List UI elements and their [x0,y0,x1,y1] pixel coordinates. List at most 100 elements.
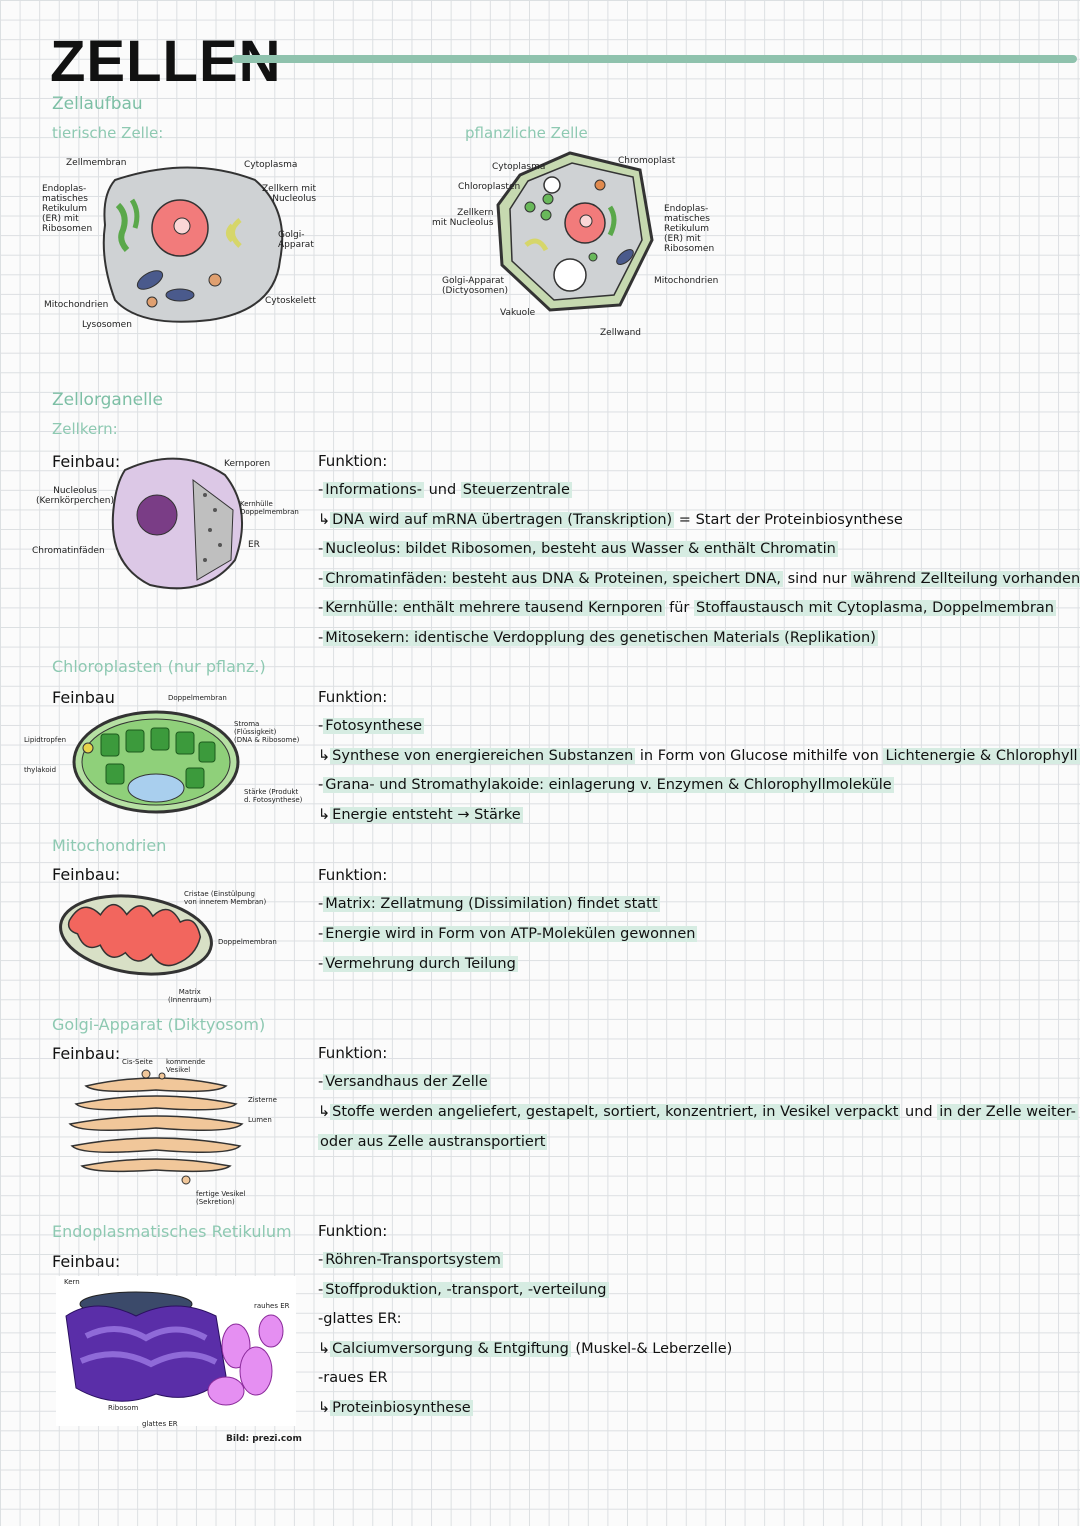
text: (Muskel-& Leberzelle) [570,1340,733,1357]
er-funktion-line: -raues ER [318,1370,388,1386]
highlighted-text: Informations- [323,482,424,498]
highlighted-text: Calciumversorgung & Entgiftung [330,1340,571,1357]
golgi-funktion-line: -Versandhaus der Zelle [318,1074,490,1090]
er-label-rauhes: rauhes ER [254,1302,290,1310]
nucleus-label-chromatin: Chromatinfäden [32,546,105,556]
animal-label-cytoplasma: Cytoplasma [244,160,298,170]
golgi-label-fertige: fertige Vesikel (Sekretion) [196,1190,246,1206]
zellkern-funktion-line: -Mitosekern: identische Verdopplung des … [318,629,878,646]
text: ↳ [318,1340,331,1357]
zellkern-heading: Zellkern: [52,420,118,438]
golgi-label-cisseite: Cis-Seite [122,1058,153,1066]
text: raues ER [323,1370,388,1386]
er-funktion-line: -Röhren-Transportsystem [318,1252,503,1268]
golgi-diagram [68,1069,244,1185]
mitochondrien-funktion-line: -Vermehrung durch Teilung [318,956,518,972]
highlighted-text: Chromatinfäden: besteht aus DNA & Protei… [323,570,783,587]
mito-label-matrix: Matrix (Innenraum) [168,988,212,1004]
golgi-label-zisterne: Zisterne [248,1096,277,1104]
mitochondrien-heading: Mitochondrien [52,836,167,855]
text: ↳ [318,1104,331,1120]
er-feinbau: Feinbau: [52,1252,121,1271]
plant-label-chloroplasten: Chloroplasten [458,182,521,192]
highlighted-text: Energie entsteht → Stärke [330,806,523,823]
text: - [318,1281,324,1298]
section-zellorganelle: Zellorganelle [52,390,163,410]
highlighted-text: Stoffproduktion, -transport, -verteilung [323,1281,609,1298]
text: in Form von Glucose mithilfe von [635,747,884,764]
text: sind nur [783,570,852,587]
nucleus-label-kernporen: Kernporen [224,459,271,469]
highlighted-text: Matrix: Zellatmung (Dissimilation) finde… [323,896,660,912]
plant-label-cytoplasma: Cytoplasma [492,162,546,172]
golgi-label-lumen: Lumen [248,1116,272,1124]
er-funktion-line: ↳Calciumversorgung & Entgiftung (Muskel-… [318,1340,733,1357]
plant-cell-diagram [496,151,654,312]
er-label-glattes: glattes ER [142,1420,178,1428]
mito-label-doppelmembran: Doppelmembran [218,938,277,946]
text: ↳ [318,511,331,528]
mito-label-cristae: Cristae (Einstülpung von innerem Membran… [184,890,267,906]
highlighted-text: Stoffe werden angeliefert, gestapelt, so… [330,1104,901,1120]
animal-label-zellkern: Zellkern mit Nucleolus [262,184,317,204]
text: - [318,1311,324,1327]
highlighted-text: Vermehrung durch Teilung [323,956,518,972]
highlighted-text: Fotosynthese [323,718,425,734]
plant-label-vakuole: Vakuole [500,308,536,318]
text: - [318,718,324,734]
text: - [318,570,324,587]
animal-label-lysosomen: Lysosomen [82,320,132,330]
er-diagram [56,1276,296,1426]
highlighted-text: Mitosekern: identische Verdopplung des g… [323,629,878,646]
highlighted-text: Röhren-Transportsystem [323,1252,503,1268]
zellkern-funktion-title: Funktion: [318,452,388,470]
highlighted-text: Kernhülle: enthält mehrere tausend Kernp… [323,600,665,616]
chloroplast-diagram [72,710,240,814]
er-heading: Endoplasmatisches Retikulum [52,1222,292,1241]
text: - [318,896,324,912]
golgi-funktion-line: ↳Stoffe werden angeliefert, gestapelt, s… [318,1104,1078,1120]
animal-label-cytoskelett: Cytoskelett [265,296,316,306]
chloroplasten-funktion-line: ↳Synthese von energiereichen Substanzen … [318,747,1080,764]
golgi-heading: Golgi-Apparat (Diktyosom) [52,1015,266,1034]
text: - [318,629,324,646]
highlighted-text: oder aus Zelle austransportiert [318,1134,548,1150]
text: glattes ER: [323,1311,402,1327]
text: und [900,1104,938,1120]
highlighted-text: Steuerzentrale [460,482,572,498]
text: - [318,1074,324,1090]
golgi-label-vesikel: kommende Vesikel [166,1058,206,1074]
golgi-funktion-title: Funktion: [318,1044,388,1062]
chloroplast-label-thylakoid: thylakoid [24,766,57,774]
chloroplasten-funktion-line: -Grana- und Stromathylakoide: einlagerun… [318,777,894,793]
text: ↳ [318,1399,331,1416]
chloroplasten-funktion-line: ↳Energie entsteht → Stärke [318,806,523,823]
animal-label-zellmembran: Zellmembran [66,158,127,168]
text: ↳ [318,747,331,764]
chloroplast-label-doppelmembran: Doppelmembran [168,694,227,702]
highlighted-text: Proteinbiosynthese [330,1399,473,1416]
highlighted-text: Stoffaustausch mit Cytoplasma, Doppelmem… [694,600,1056,616]
mitochondrien-funktion-line: -Energie wird in Form von ATP-Molekülen … [318,926,698,942]
nucleus-label-er: ER [248,540,260,550]
zellkern-funktion-line: -Kernhülle: enthält mehrere tausend Kern… [318,600,1056,616]
text: und [423,482,461,498]
highlighted-text: während Zellteilung vorhanden [851,570,1080,587]
section-zellaufbau: Zellaufbau [52,94,143,114]
plant-label-mitochondrien: Mitochondrien [654,276,719,286]
mitochondrien-funktion-title: Funktion: [318,866,388,884]
golgi-feinbau: Feinbau: [52,1044,121,1063]
er-label-ribosom: Ribosom [108,1404,139,1412]
text: = Start der Proteinbiosynthese [674,511,903,528]
highlighted-text: Grana- und Stromathylakoide: einlagerung… [323,777,894,793]
highlighted-text: Energie wird in Form von ATP-Molekülen g… [323,926,698,942]
er-funktion-line: -glattes ER: [318,1311,401,1327]
chloroplast-label-staerke: Stärke (Produkt d. Fotosynthese) [244,788,303,804]
chloroplasten-feinbau: Feinbau [52,688,115,707]
zellkern-funktion-line: -Chromatinfäden: besteht aus DNA & Prote… [318,570,1080,587]
plant-label-chromoplast: Chromoplast [618,156,676,166]
plant-label-golgi: Golgi-Apparat (Dictyosomen) [442,276,508,296]
plant-label-zellkern: Zellkern mit Nucleolus [432,208,494,228]
animal-cell-diagram [102,166,284,323]
plant-label-zellwand: Zellwand [600,328,641,338]
